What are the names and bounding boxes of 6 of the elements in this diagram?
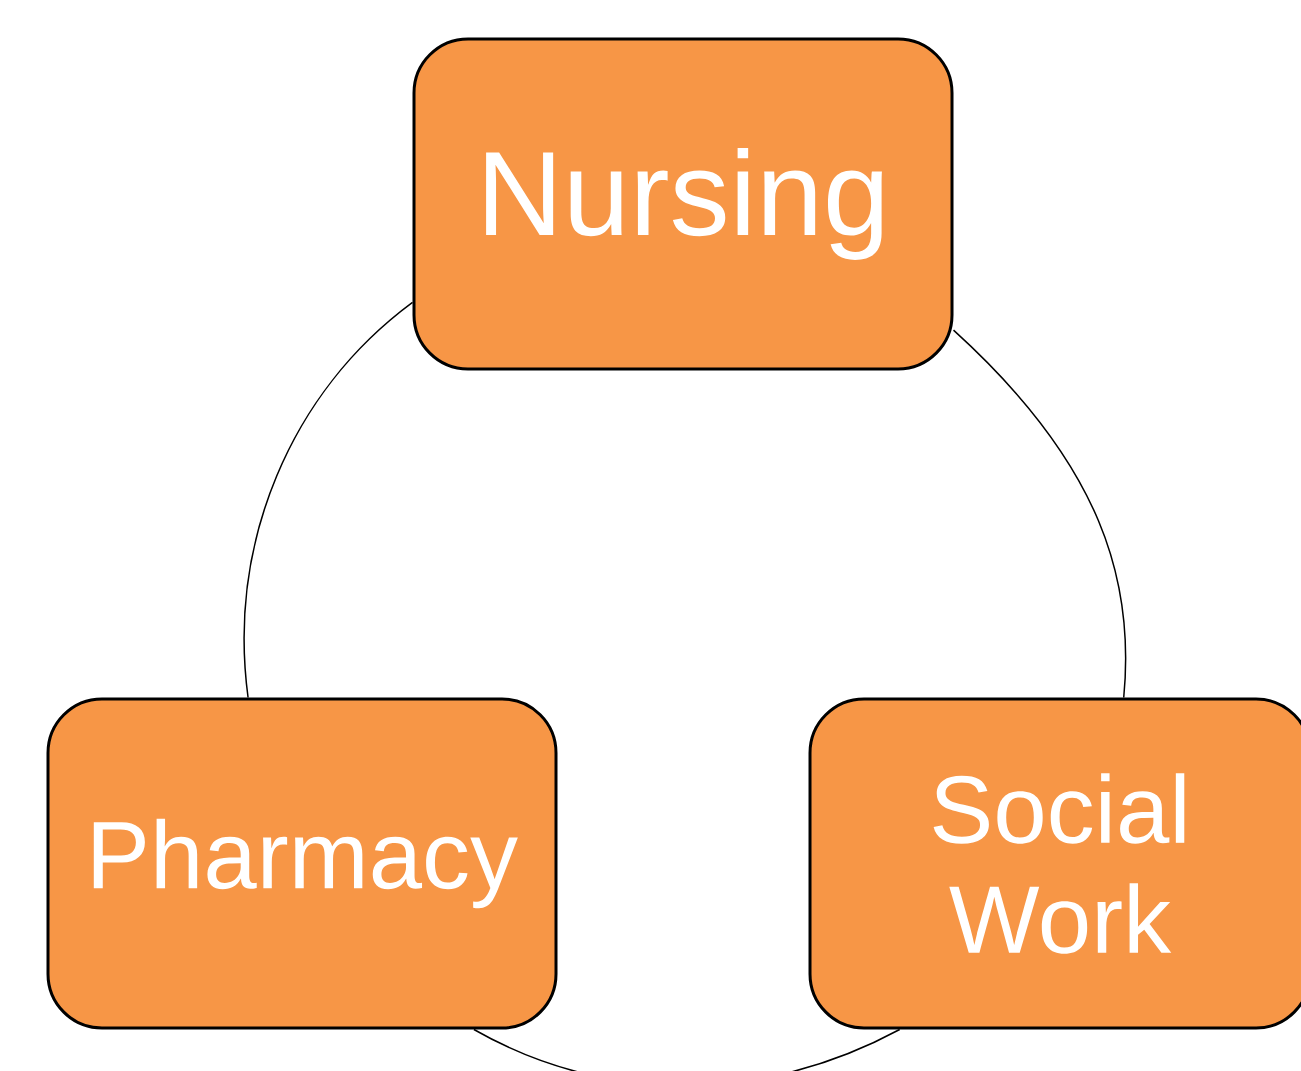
connector-arc (473, 1028, 901, 1071)
connector-arc (952, 329, 1127, 699)
rounded-box: Social Work (808, 697, 1301, 1030)
connector-arc (243, 301, 414, 699)
rounded-box: Pharmacy (46, 697, 558, 1030)
rounded-box: Nursing (412, 37, 954, 371)
